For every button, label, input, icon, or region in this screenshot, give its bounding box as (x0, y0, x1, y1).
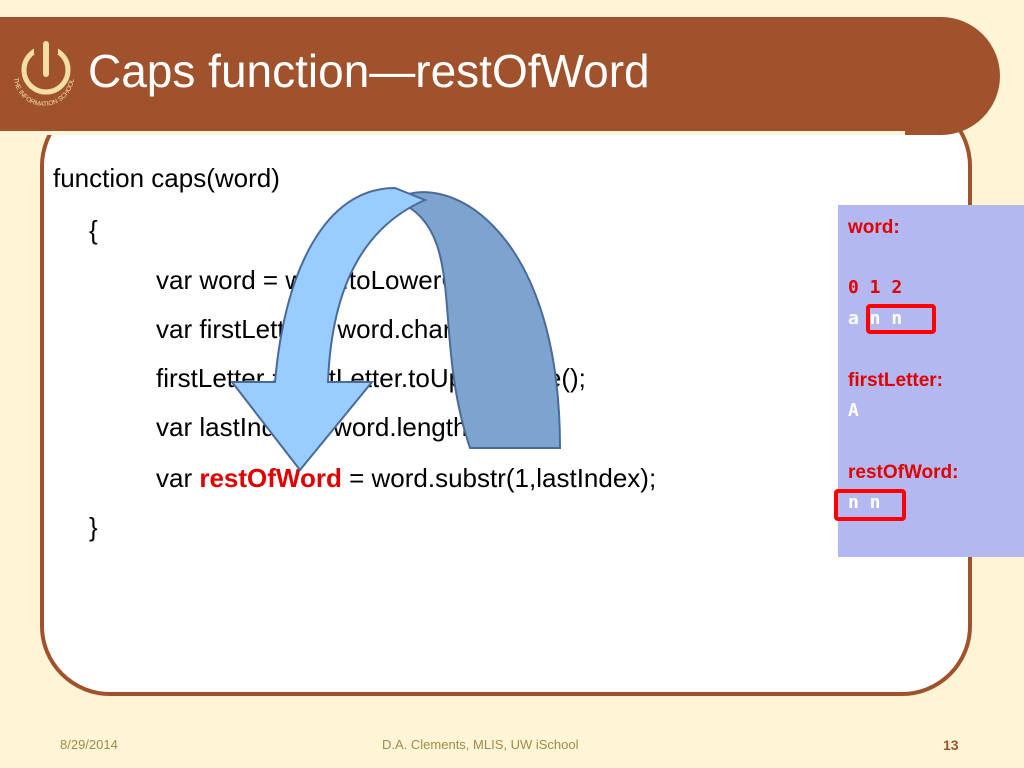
code-line-1: function caps(word) (53, 163, 280, 193)
restOfWord-keyword: restOfWord (199, 463, 342, 493)
word-substring-highlight (866, 304, 936, 334)
iSchool-logo-icon: THE INFORMATION SCHOOL (12, 41, 76, 108)
firstLetter-label: firstLetter: (848, 370, 944, 391)
footer-date: 8/29/2014 (60, 737, 118, 752)
code-line-7: var restOfWord = word.substr(1,lastIndex… (156, 462, 656, 494)
word-label: word: (848, 217, 900, 238)
slide-title: Caps function—restOfWord (88, 45, 650, 97)
word-value: a n n (848, 308, 903, 329)
code-line-4: var firstLetter = word.charAt(0); (156, 314, 516, 344)
footer-author: D.A. Clements, MLIS, UW iSchool (382, 737, 579, 752)
page-number: 13 (943, 737, 959, 753)
title-divider (0, 131, 905, 135)
firstLetter-value: A (848, 400, 859, 421)
title-bar (0, 17, 1000, 135)
variable-box: word: 0 1 2 a n n firstLetter: A restOfW… (834, 205, 1024, 557)
code-line-8: } (89, 512, 98, 542)
restOfWord-highlight (834, 489, 906, 521)
code-line-7-prefix: var (156, 463, 200, 493)
restOfWord-value: n n (848, 492, 881, 513)
code-line-2: { (89, 215, 98, 245)
code-line-3: var word = word.toLowerCase(); (156, 265, 527, 295)
word-indices: 0 1 2 (848, 277, 903, 298)
code-line-5: firstLetter = firstLetter.toUpperCase(); (156, 363, 586, 393)
code-line-6: var lastIndex = word.length -1; (156, 412, 506, 442)
restOfWord-label: restOfWord: (848, 462, 959, 483)
code-line-7-suffix: = word.substr(1,lastIndex); (341, 463, 657, 493)
